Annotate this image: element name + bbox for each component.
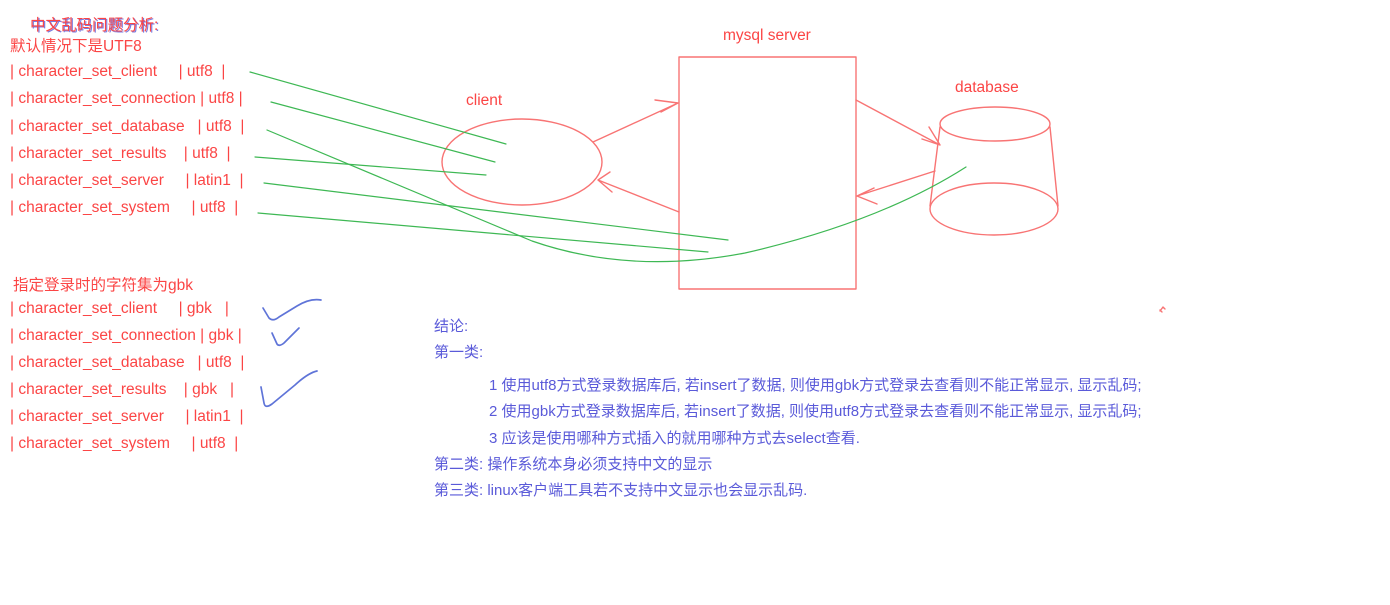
server-label: mysql server — [723, 27, 811, 44]
charset-row: | character_set_connection | utf8 | — [10, 90, 243, 108]
green-link-results — [254, 156, 487, 176]
database-label: database — [955, 79, 1019, 96]
checkmark-3 — [260, 370, 318, 408]
conclusion-line: 3 应该是使用哪种方式插入的就用哪种方式去select查看. — [489, 429, 860, 447]
charset-row: | character_set_results | gbk | — [10, 381, 235, 399]
green-link-system — [257, 212, 709, 253]
checkmark-2 — [271, 327, 300, 347]
conclusion-line: 第三类: linux客户端工具若不支持中文显示也会显示乱码. — [434, 482, 808, 500]
conclusion-line: 第一类: — [434, 344, 484, 362]
gbk-section-header: 指定登录时的字符集为gbk — [13, 277, 193, 294]
utf8-section-header: 默认情况下是UTF8 — [10, 38, 142, 55]
charset-row: | character_set_database | utf8 | — [10, 354, 245, 372]
arrow-server-to-database — [855, 99, 941, 146]
charset-row: | character_set_system | utf8 | — [10, 435, 239, 453]
conclusion-line: 2 使用gbk方式登录数据库后, 若insert了数据, 则使用utf8方式登录… — [489, 403, 1142, 421]
client-ellipse — [441, 118, 603, 206]
charset-row: | character_set_server | latin1 | — [10, 408, 244, 426]
arrow-client-to-server — [592, 99, 679, 143]
utf8-variable-list: | character_set_client | utf8 | | charac… — [10, 58, 244, 222]
conclusion-line: 结论: — [434, 318, 469, 335]
gbk-variable-list: | character_set_client | gbk | | charact… — [10, 295, 244, 458]
green-link-connection — [270, 101, 496, 163]
green-link-database — [266, 129, 967, 263]
conclusion-block: 结论: 第一类: 1 使用utf8方式登录数据库后, 若insert了数据, 则… — [434, 314, 1142, 505]
database-cylinder-top — [939, 106, 1051, 142]
checkmark-1 — [262, 298, 322, 321]
client-label: client — [466, 92, 503, 109]
conclusion-line: 第二类: 操作系统本身必须支持中文的显示 — [434, 456, 713, 474]
database-cylinder-bottom — [929, 182, 1059, 236]
stray-mark — [1159, 306, 1166, 313]
green-link-client — [249, 71, 507, 145]
charset-row: | character_set_server | latin1 | — [10, 172, 244, 190]
database-cylinder-side-left — [929, 126, 941, 207]
charset-row: | character_set_results | utf8 | — [10, 144, 231, 162]
charset-row: | character_set_system | utf8 | — [10, 199, 239, 217]
arrow-server-to-client — [597, 171, 680, 213]
charset-row: | character_set_client | gbk | — [10, 300, 229, 317]
charset-row: | character_set_connection | gbk | — [10, 327, 242, 345]
green-link-server — [263, 182, 729, 241]
charset-row: | character_set_database | utf8 | — [10, 117, 245, 135]
database-cylinder-side-right — [1049, 126, 1059, 207]
server-rect — [678, 56, 857, 290]
page-title: 中文乱码问题分析: — [30, 17, 159, 34]
charset-row: | character_set_client | utf8 | — [10, 63, 226, 80]
arrow-database-to-server — [856, 170, 936, 205]
conclusion-line: 1 使用utf8方式登录数据库后, 若insert了数据, 则使用gbk方式登录… — [489, 376, 1142, 394]
